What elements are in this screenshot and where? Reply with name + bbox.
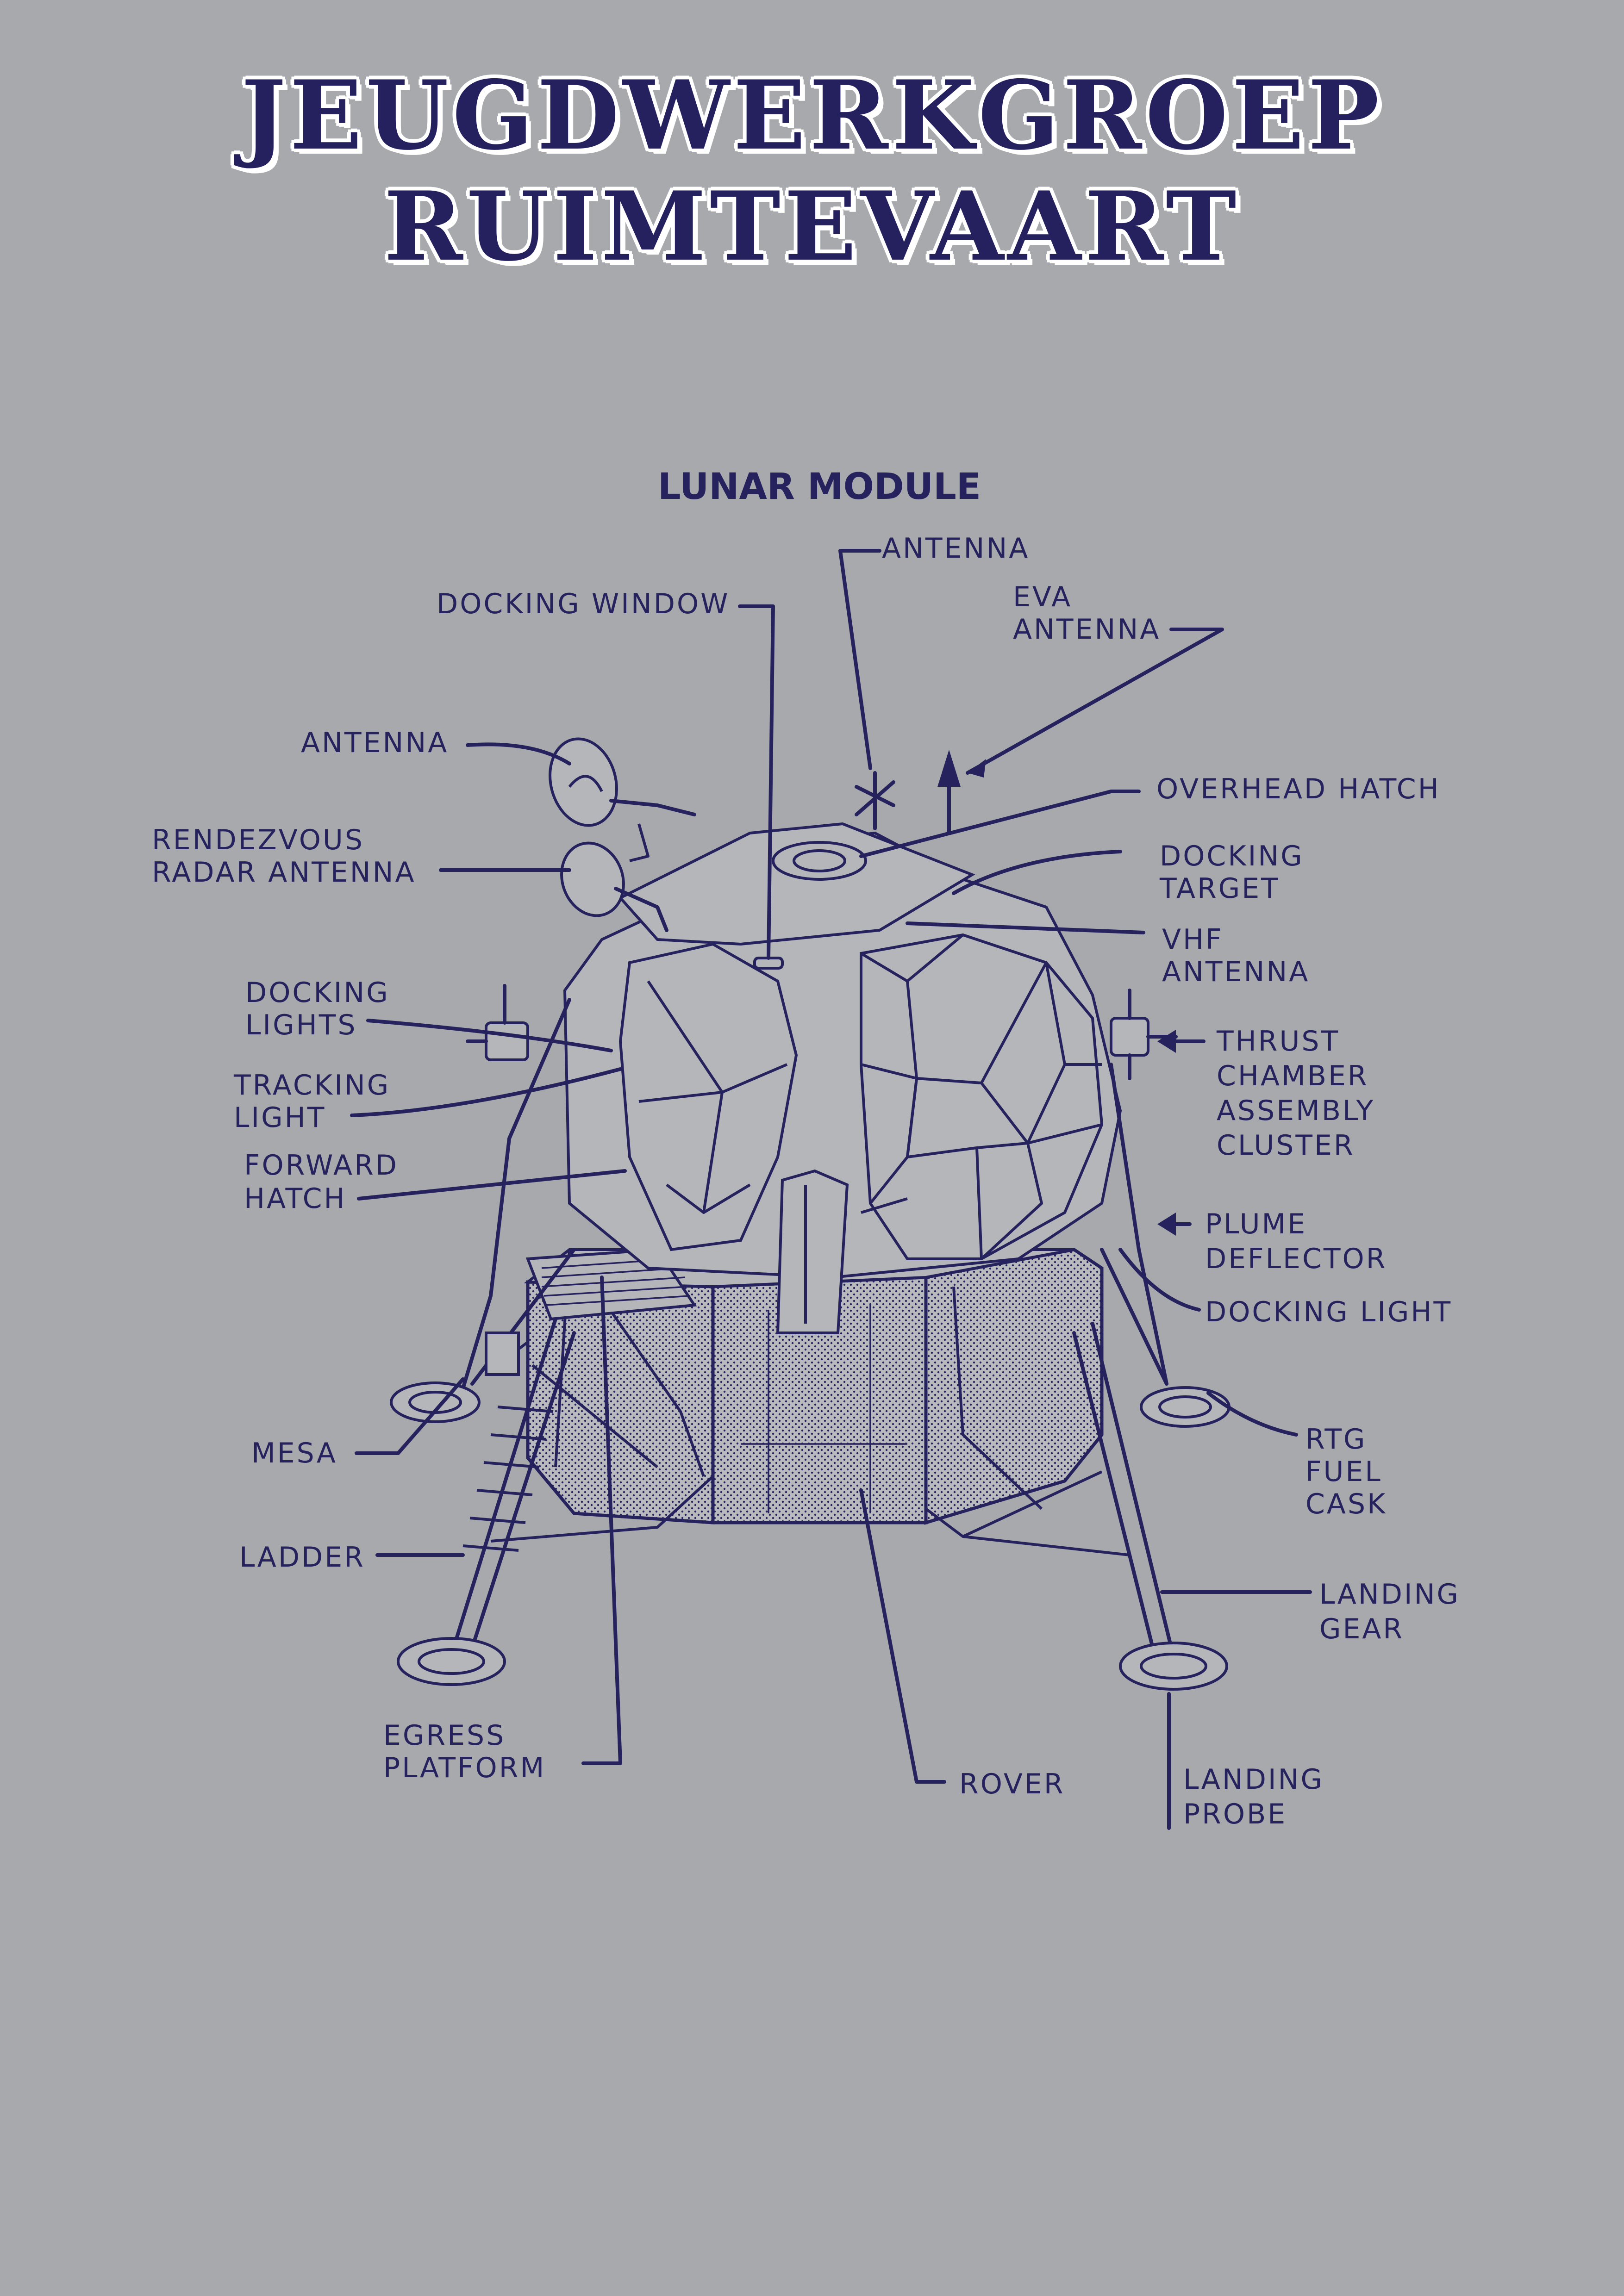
labels: ANTENNA DOCKING WINDOW EVA ANTENNA ANTEN… [152,532,1460,1830]
label-landing-probe-1: LANDING [1183,1763,1324,1796]
leader-forward-hatch [357,1169,627,1201]
label-plume-deflector-2: DEFLECTOR [1205,1243,1387,1275]
label-landing-probe-2: PROBE [1183,1798,1287,1830]
label-docking-target-2: TARGET [1159,872,1280,905]
leader-tracking-light [350,1067,622,1117]
label-forward-hatch-2: HATCH [244,1182,347,1215]
label-plume-deflector-1: PLUME [1205,1208,1307,1240]
page-title: JEUGDWERKGROEP RUIMTEVAART [241,60,1383,282]
leader-docking-target [952,850,1122,895]
label-rtg-fuel-cask-1: RTG [1305,1423,1367,1456]
leader-egress-platform [581,1276,622,1765]
label-antenna-top: ANTENNA [882,532,1030,565]
label-rover: ROVER [959,1768,1065,1800]
leader-vhf-antenna [906,921,1145,934]
label-docking-window: DOCKING WINDOW [437,588,730,620]
label-thrust-chamber-1: THRUST [1216,1025,1340,1058]
label-eva-antenna-2: ANTENNA [1013,613,1161,646]
label-landing-gear-1: LANDING [1319,1578,1460,1611]
leader-overhead-hatch [859,790,1141,858]
leader-docking-light [1118,1248,1201,1312]
label-rendezvous-radar-2: RADAR ANTENNA [152,856,416,889]
label-tracking-light-2: LIGHT [234,1101,326,1134]
label-docking-target-1: DOCKING [1160,840,1304,872]
label-mesa: MESA [251,1437,337,1469]
antenna-mast [855,750,961,835]
label-overhead-hatch: OVERHEAD HATCH [1156,773,1441,805]
label-landing-gear-2: GEAR [1319,1613,1404,1645]
leader-rover [859,1488,946,1784]
leader-lines [350,549,1312,1830]
label-ladder: LADDER [239,1541,365,1574]
leader-eva-antenna [966,628,1224,775]
label-docking-light: DOCKING LIGHT [1205,1296,1452,1328]
landing-legs [390,998,1230,1691]
label-antenna-left: ANTENNA [301,727,449,759]
leader-antenna-left [466,742,571,765]
label-thrust-chamber-4: CLUSTER [1217,1129,1355,1162]
leader-docking-window [738,604,775,960]
label-egress-platform-2: PLATFORM [383,1752,546,1784]
leader-antenna-top [838,549,881,770]
label-thrust-chamber-3: ASSEMBLY [1217,1095,1375,1127]
label-rtg-fuel-cask-3: CASK [1305,1488,1387,1520]
label-docking-lights-1: DOCKING [245,977,390,1009]
label-eva-antenna-1: EVA [1013,581,1072,613]
ascent-stage [563,822,1122,1334]
label-thrust-chamber-2: CHAMBER [1217,1060,1369,1092]
diagram-title: LUNAR MODULE [658,466,981,508]
label-tracking-light-1: TRACKING [233,1069,390,1101]
leader-rtg-fuel-cask [1206,1391,1298,1437]
label-rtg-fuel-cask-2: FUEL [1305,1456,1382,1488]
label-rendezvous-radar-1: RENDEZVOUS [152,824,364,856]
label-egress-platform-1: EGRESS [383,1719,506,1752]
label-forward-hatch-1: FORWARD [244,1149,399,1182]
leader-docking-lights [366,1019,613,1052]
label-vhf-antenna-1: VHF [1162,923,1224,956]
label-docking-lights-2: LIGHTS [245,1009,357,1041]
leader-mesa [355,1377,465,1455]
lunar-module-illustration [390,737,1230,1691]
descent-stage [524,1248,1104,1525]
label-vhf-antenna-2: ANTENNA [1162,956,1310,988]
